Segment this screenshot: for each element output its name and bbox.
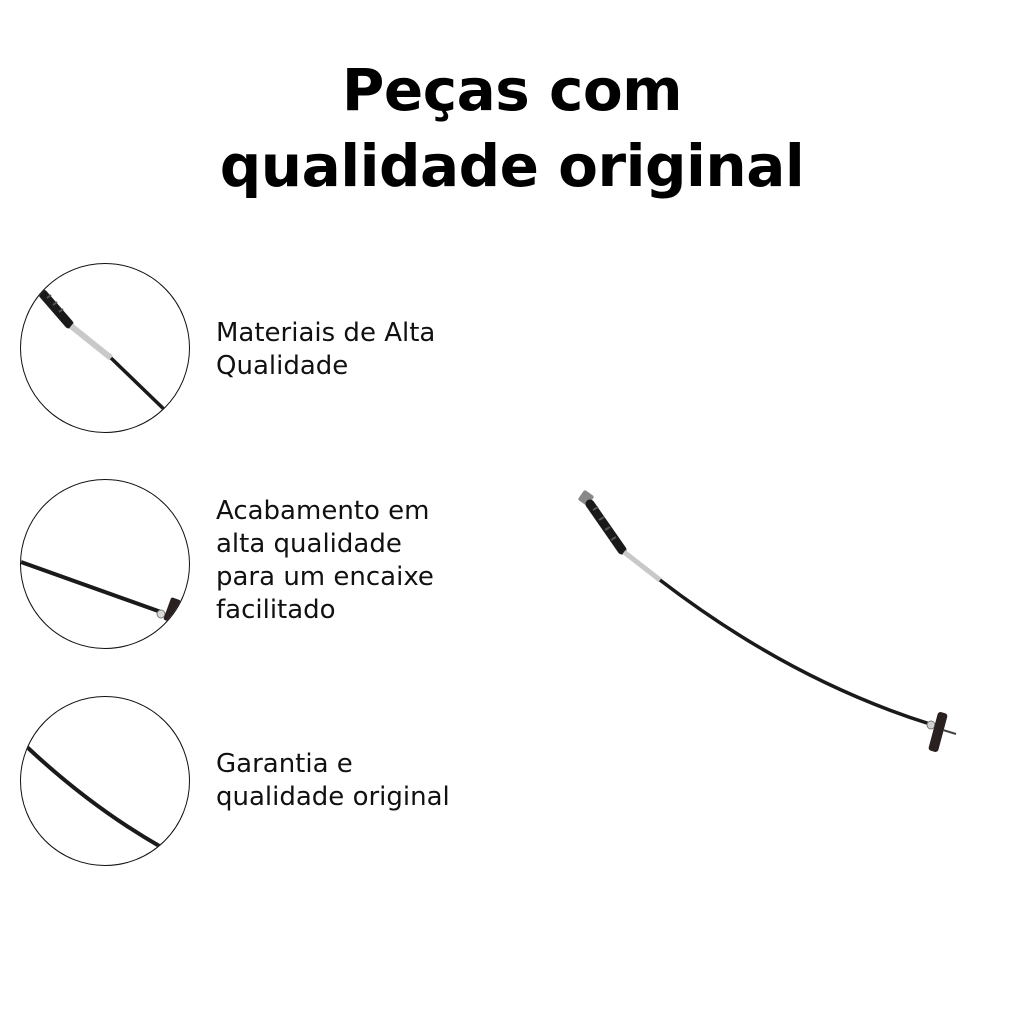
feature-text: Materiais de Alta Qualidade — [216, 318, 436, 381]
title-line-1: Peças com — [341, 56, 683, 124]
feature-text: Garantia e qualidade original — [216, 749, 450, 812]
cable-fitting-closeup-icon — [20, 479, 190, 649]
feature-text: Acabamento em alta qualidade para um enc… — [216, 496, 434, 625]
feature-item: Acabamento em alta qualidade para um enc… — [20, 479, 520, 651]
clutch-cable-image — [560, 480, 980, 770]
page-title: Peças com qualidade original — [0, 52, 1024, 204]
cable-end-closeup-icon — [20, 263, 190, 433]
feature-item: Garantia e qualidade original — [20, 696, 520, 868]
title-line-2: qualidade original — [219, 132, 805, 200]
cable-wire-closeup-icon — [20, 696, 190, 866]
feature-item: Materiais de Alta Qualidade — [20, 263, 520, 435]
